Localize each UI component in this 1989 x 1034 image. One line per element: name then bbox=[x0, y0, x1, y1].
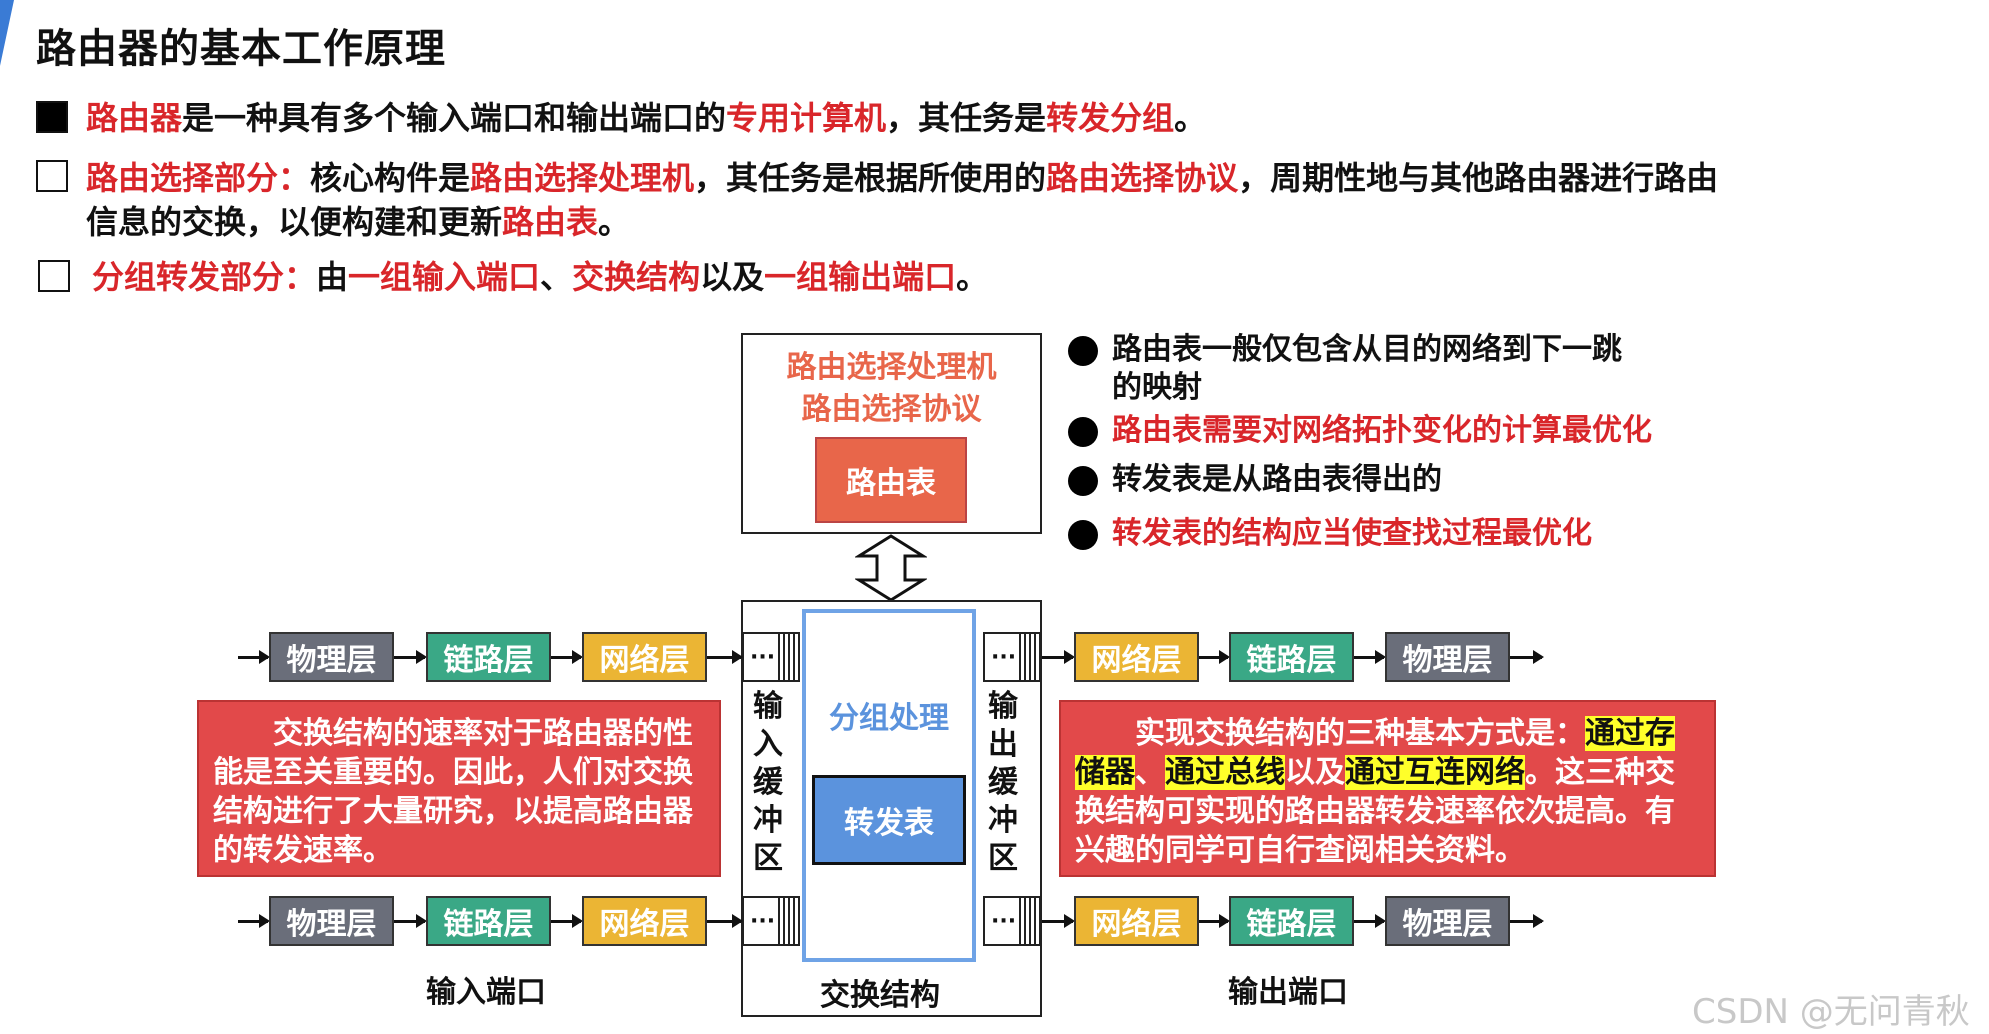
term: 路由器 bbox=[86, 99, 183, 137]
intro-paragraph-1: 路由器是一种具有多个输入端口和输出端口的专用计算机，其任务是转发分组。 bbox=[86, 96, 1206, 140]
output-network-layer: 网络层 bbox=[1074, 632, 1199, 682]
term: 专用计算机 bbox=[726, 99, 887, 137]
packet-processing-area: 分组处理 转发表 bbox=[802, 609, 976, 962]
note-4: 转发表的结构应当使查找过程最优化 bbox=[1112, 516, 1592, 551]
text: 。这三种交换结构可实现的路由器转发速率依次提高。有兴趣的同学可自行查阅相关资料。 bbox=[1075, 755, 1675, 868]
dots: ··· bbox=[991, 644, 1017, 670]
routing-protocol-label: 路由选择协议 bbox=[801, 392, 982, 427]
round-bullet bbox=[1068, 520, 1098, 550]
note-text: 路由表一般仅包含从目的网络到下一跳 bbox=[1112, 332, 1622, 367]
text: 由 bbox=[316, 258, 349, 296]
page-title: 路由器的基本工作原理 bbox=[36, 26, 446, 72]
intro-paragraph-2: 路由选择部分：核心构件是路由选择处理机，其任务是根据所使用的路由选择协议，周期性… bbox=[86, 156, 1718, 244]
round-bullet bbox=[1068, 336, 1098, 366]
text: 、 bbox=[1135, 755, 1165, 790]
text: ，其任务是 bbox=[886, 99, 1047, 137]
intro-paragraph-3: 分组转发部分：由一组输入端口、交换结构以及一组输出端口。 bbox=[92, 255, 988, 299]
note-text: 的映射 bbox=[1112, 370, 1202, 405]
square-bullet bbox=[38, 260, 70, 292]
text: ，周期性地与其他路由器进行路由 bbox=[1238, 159, 1719, 197]
arrow-icon bbox=[238, 914, 270, 928]
note-3: 转发表是从路由表得出的 bbox=[1112, 462, 1442, 497]
watermark: CSDN @无问青秋 bbox=[1692, 992, 1970, 1032]
output-link-layer: 链路层 bbox=[1229, 632, 1354, 682]
term: 路由选择处理机 bbox=[470, 159, 695, 197]
input-link-layer: 链路层 bbox=[426, 632, 551, 682]
routing-processor-box: 路由选择处理机 路由选择协议 路由表 bbox=[741, 333, 1042, 534]
text: 、 bbox=[540, 258, 573, 296]
arrow-icon bbox=[1042, 914, 1075, 928]
input-buffer-queue: ··· bbox=[742, 632, 800, 682]
arrow-icon bbox=[1510, 650, 1544, 664]
output-network-layer: 网络层 bbox=[1074, 896, 1199, 946]
arrow-icon bbox=[551, 914, 583, 928]
arrow-icon bbox=[1354, 914, 1386, 928]
output-physical-layer: 物理层 bbox=[1385, 896, 1510, 946]
arrow-icon bbox=[1042, 650, 1075, 664]
routing-table-box: 路由表 bbox=[815, 437, 967, 523]
arrow-icon bbox=[394, 914, 427, 928]
input-physical-layer: 物理层 bbox=[269, 896, 394, 946]
dots: ··· bbox=[991, 908, 1017, 934]
arrow-icon bbox=[1354, 650, 1386, 664]
text: 实现交换结构的三种基本方式是： bbox=[1135, 716, 1585, 751]
input-buffer-queue: ··· bbox=[742, 896, 800, 946]
text: 。 bbox=[598, 203, 631, 241]
highlight: 通过总线 bbox=[1165, 755, 1285, 790]
input-buffer-label: 输入缓冲区 bbox=[753, 689, 783, 876]
packet-processing-label: 分组处理 bbox=[829, 701, 949, 736]
term: 交换结构 bbox=[572, 258, 701, 296]
forwarding-table-box: 转发表 bbox=[812, 775, 966, 865]
input-physical-layer: 物理层 bbox=[269, 632, 394, 682]
input-network-layer: 网络层 bbox=[582, 632, 707, 682]
filled-square-bullet bbox=[36, 101, 68, 133]
arrow-icon bbox=[394, 650, 427, 664]
text: 以及 bbox=[700, 258, 765, 296]
term: 路由选择部分： bbox=[86, 159, 311, 197]
output-buffer-queue: ··· bbox=[983, 632, 1041, 682]
switching-methods-callout: 实现交换结构的三种基本方式是：通过存储器、通过总线以及通过互连网络。这三种交换结… bbox=[1059, 700, 1716, 877]
arrow-icon bbox=[1199, 914, 1230, 928]
output-port-label: 输出端口 bbox=[1228, 975, 1348, 1010]
output-buffer-queue: ··· bbox=[983, 896, 1041, 946]
dots: ··· bbox=[750, 908, 776, 934]
input-network-layer: 网络层 bbox=[582, 896, 707, 946]
square-bullet bbox=[36, 160, 68, 192]
arrow-icon bbox=[707, 650, 743, 664]
output-link-layer: 链路层 bbox=[1229, 896, 1354, 946]
round-bullet bbox=[1068, 417, 1098, 447]
text: 是一种具有多个输入端口和输出端口的 bbox=[182, 99, 727, 137]
text: ，其任务是根据所使用的 bbox=[694, 159, 1047, 197]
routing-processor-label: 路由选择处理机 bbox=[786, 350, 997, 385]
text: 。 bbox=[956, 258, 989, 296]
arrow-icon bbox=[707, 914, 743, 928]
input-port-label: 输入端口 bbox=[426, 975, 546, 1010]
text: 信息的交换，以便构建和更新 bbox=[86, 203, 503, 241]
term: 路由表 bbox=[502, 203, 599, 241]
round-bullet bbox=[1068, 466, 1098, 496]
output-physical-layer: 物理层 bbox=[1385, 632, 1510, 682]
input-link-layer: 链路层 bbox=[426, 896, 551, 946]
text: 核心构件是 bbox=[310, 159, 471, 197]
text: 以及 bbox=[1285, 755, 1345, 790]
double-arrow-icon bbox=[855, 534, 927, 602]
arrow-icon bbox=[1199, 650, 1230, 664]
arrow-icon bbox=[1510, 914, 1544, 928]
arrow-icon bbox=[238, 650, 270, 664]
term: 路由选择协议 bbox=[1046, 159, 1239, 197]
text: 。 bbox=[1174, 99, 1207, 137]
note-2: 路由表需要对网络拓扑变化的计算最优化 bbox=[1112, 413, 1652, 448]
note-1: 路由表一般仅包含从目的网络到下一跳的映射 bbox=[1112, 331, 1622, 407]
output-buffer-label: 输出缓冲区 bbox=[988, 689, 1018, 876]
term: 转发分组 bbox=[1046, 99, 1175, 137]
title-accent bbox=[0, 0, 14, 75]
term: 一组输入端口 bbox=[348, 258, 541, 296]
switch-fabric-speed-callout: 交换结构的速率对于路由器的性能是至关重要的。因此，人们对交换结构进行了大量研究，… bbox=[197, 700, 721, 877]
switch-fabric-label: 交换结构 bbox=[820, 978, 940, 1013]
arrow-icon bbox=[551, 650, 583, 664]
dots: ··· bbox=[750, 644, 776, 670]
term: 分组转发部分： bbox=[92, 258, 317, 296]
highlight: 通过互连网络 bbox=[1345, 755, 1525, 790]
term: 一组输出端口 bbox=[764, 258, 957, 296]
